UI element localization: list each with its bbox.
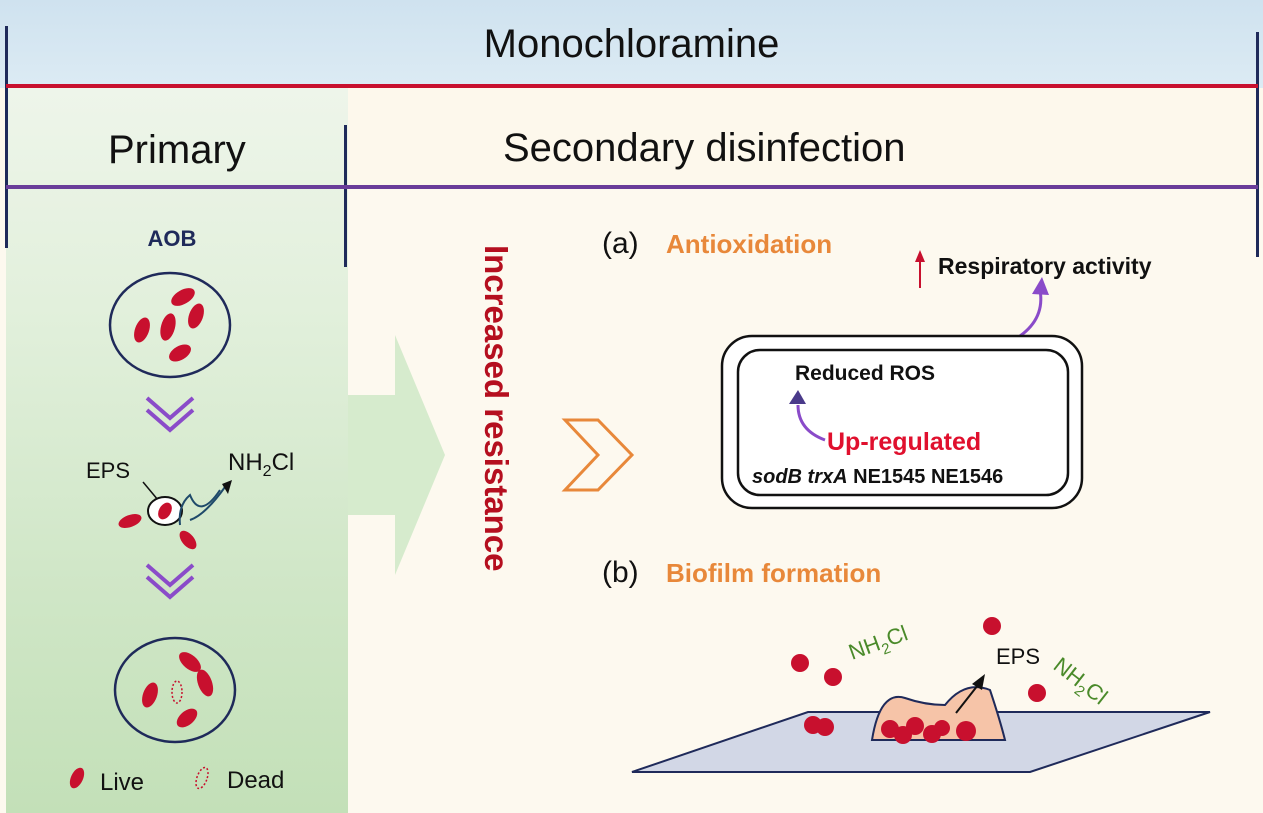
- right-border: [1256, 32, 1259, 257]
- panel-a-title: Antioxidation: [666, 229, 832, 259]
- column-divider: [344, 125, 347, 267]
- chevron-right-icon: [561, 418, 635, 492]
- cell-cluster-initial: [108, 271, 232, 379]
- primary-heading: Primary: [108, 128, 246, 172]
- legend: Live Dead: [69, 766, 284, 796]
- upregulated-label: Up-regulated: [827, 428, 981, 456]
- chevron-down-icon: [145, 396, 195, 433]
- header-band: [0, 0, 1263, 88]
- respiratory-activity-label: Respiratory activity: [938, 253, 1152, 279]
- live-icon: [69, 767, 85, 789]
- eps-label-left: EPS: [86, 458, 130, 483]
- respiratory-arrow: [1019, 289, 1043, 338]
- cell-cluster-after: [113, 636, 237, 744]
- reduced-ros-label: Reduced ROS: [795, 362, 935, 385]
- cell-inner-membrane: [736, 348, 1070, 497]
- aob-label: AOB: [148, 226, 197, 251]
- eps-label-b: EPS: [996, 644, 1040, 669]
- left-border: [5, 88, 8, 248]
- purple-divider: [6, 185, 1258, 189]
- ros-arrow: [796, 404, 826, 442]
- bacteria-cells: [791, 617, 1046, 744]
- red-divider: [6, 84, 1258, 88]
- eps-cell: [118, 480, 232, 550]
- nh2cl-label-b2: NH2Cl: [1046, 652, 1112, 713]
- nh2cl-label-b1: NH2Cl: [845, 620, 912, 669]
- nh2cl-label-left: NH2Cl: [228, 449, 294, 480]
- left-border-top: [5, 26, 8, 88]
- panel-b-title: Biofilm formation: [666, 558, 881, 588]
- eps-arrow: [955, 684, 979, 714]
- chevron-down-icon: [145, 563, 195, 600]
- genes-label: sodB trxA NE1545 NE1546: [752, 466, 1003, 488]
- legend-live-label: Live: [100, 769, 144, 796]
- surface-plane: [631, 711, 1211, 773]
- secondary-heading: Secondary disinfection: [503, 126, 906, 170]
- dead-icon: [195, 766, 209, 790]
- increased-resistance-text: Increased resistance: [478, 245, 515, 572]
- header-title: Monochloramine: [483, 22, 780, 66]
- legend-dead-label: Dead: [227, 767, 284, 794]
- primary-panel: [6, 88, 348, 813]
- panel-b-label: (b): [602, 556, 639, 589]
- panel-a-label: (a): [602, 227, 639, 260]
- big-arrow-icon: [348, 335, 445, 575]
